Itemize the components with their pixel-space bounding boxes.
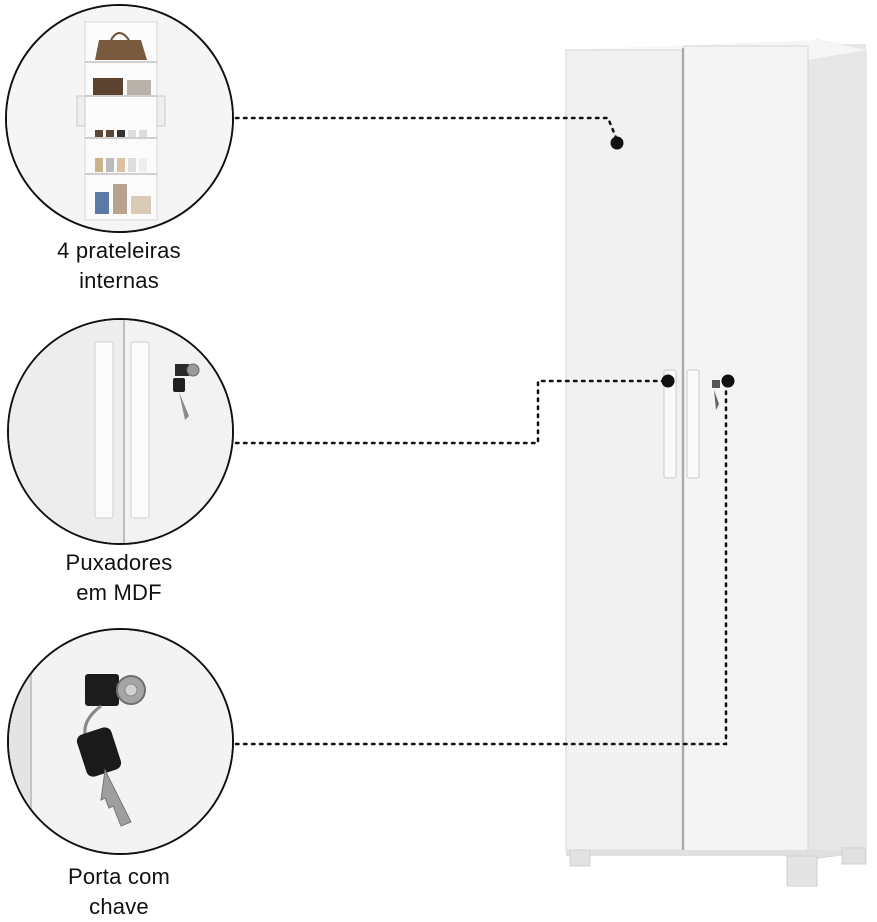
caption-lock-line1: Porta com — [67, 864, 171, 889]
marker-dot-handles — [661, 374, 675, 388]
handle-right — [686, 369, 700, 479]
marker-dot-lock — [721, 374, 735, 388]
bag-icon — [95, 40, 147, 60]
left-door — [565, 49, 683, 851]
caption-lock-line2: chave — [89, 894, 149, 919]
caption-lock: Porta com chave — [0, 862, 238, 922]
caption-handles-line1: Puxadores — [65, 550, 173, 575]
connector-shelves — [234, 116, 619, 142]
connector-handles — [234, 379, 670, 445]
key-icon — [173, 363, 200, 420]
detail-circle-handles — [7, 318, 234, 545]
right-door — [683, 45, 809, 853]
key-icon — [714, 390, 719, 410]
mdf-handles-closeup-image — [9, 320, 232, 543]
key-icon — [76, 727, 132, 827]
foot-right-front — [786, 855, 818, 887]
open-wardrobe-shelves-image — [7, 6, 232, 231]
detail-circle-shelves — [5, 4, 234, 233]
wardrobe-cabinet — [565, 39, 867, 887]
marker-dot-shelves — [610, 136, 624, 150]
foot-right-back — [841, 847, 867, 865]
handle-left-closeup — [94, 341, 114, 519]
caption-shelves-line1: 4 prateleiras — [57, 238, 181, 263]
lock-with-key-closeup-image — [9, 630, 232, 853]
lock-icon — [85, 674, 146, 706]
handle-right-closeup — [130, 341, 150, 519]
connector-lines — [234, 116, 728, 746]
caption-handles: Puxadores em MDF — [0, 548, 238, 608]
caption-shelves: 4 prateleiras internas — [0, 236, 238, 296]
caption-handles-line2: em MDF — [76, 580, 162, 605]
detail-circle-lock — [7, 628, 234, 855]
lock-icon — [712, 380, 720, 388]
caption-shelves-line2: internas — [79, 268, 159, 293]
foot-left — [569, 849, 591, 867]
handle-left — [663, 369, 677, 479]
connector-lock — [234, 379, 728, 746]
